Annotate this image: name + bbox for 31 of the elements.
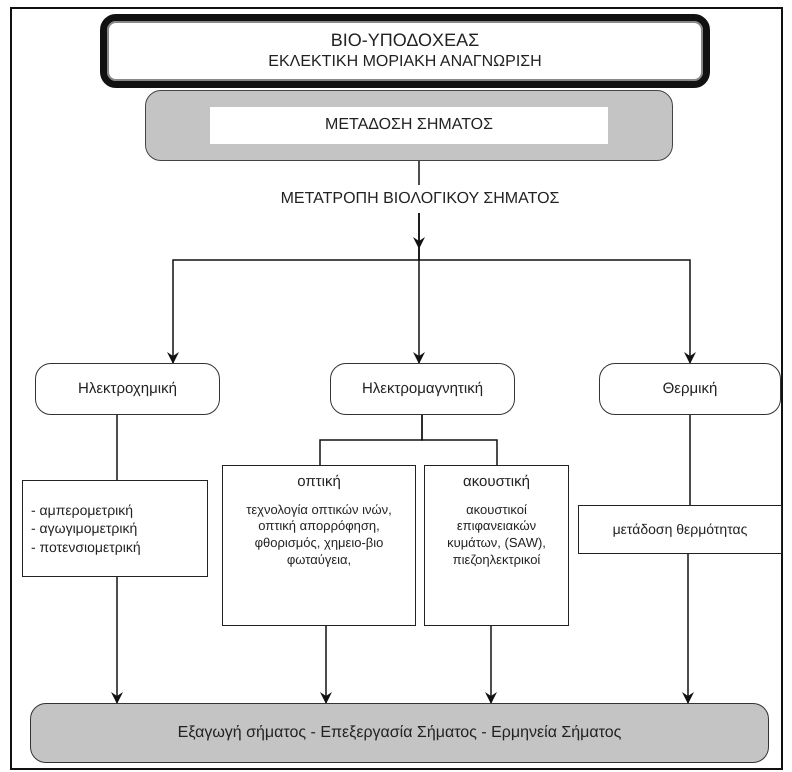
- method-box: [222, 465, 416, 626]
- connector-arrow: [682, 554, 694, 704]
- connector-arrow: [320, 626, 332, 704]
- box-text: Εξαγωγή σήματος - Επεξεργασία Σήματος - Ερμηνεία Σήματος: [178, 722, 622, 743]
- output-box: [30, 703, 769, 763]
- method-box: [578, 505, 782, 554]
- connector-arrow: [111, 577, 123, 704]
- box-heading: ΒΙΟ-ΥΠΟΔΟΧΕΑΣ: [330, 28, 480, 52]
- connector-arrow: [485, 626, 497, 704]
- category-box: [330, 363, 515, 415]
- box-text: Ηλεκτροχημική: [78, 379, 177, 399]
- list-item: - αμπερομετρική: [31, 501, 134, 520]
- receptor-box: [100, 14, 710, 88]
- category-box: [35, 363, 220, 415]
- box-text: τεχνολογία οπτικών ινών, οπτική απορρόφηση, φθορισμός, χημειο-βιο φωταύγεια,: [245, 502, 393, 570]
- box-text: μετάδοση θερμότητας: [612, 520, 748, 539]
- box-text: ΜΕΤΑΔΟΣΗ ΣΗΜΑΤΟΣ: [210, 107, 608, 144]
- category-box: [599, 363, 781, 415]
- transmission-box: [145, 90, 673, 161]
- box-heading: ακουστική: [463, 472, 530, 492]
- box-heading: οπτική: [297, 472, 341, 492]
- method-box: [424, 465, 569, 626]
- connector-arrow: [418, 213, 696, 364]
- method-box: [22, 480, 208, 577]
- box-text: Ηλεκτρομαγνητική: [362, 379, 484, 399]
- list-item: - αγωγιμομετρική: [31, 519, 138, 538]
- box-text: ΕΚΛΕΚΤΙΚΗ ΜΟΡΙΑΚΗ ΑΝΑΓΝΩΡΙΣΗ: [268, 52, 542, 72]
- list-item: - ποτενσιομετρική: [31, 538, 141, 556]
- box-text: Θερμική: [662, 379, 718, 399]
- stage-label: ΜΕΤΑΤΡΟΠΗ ΒΙΟΛΟΓΙΚΟΥ ΣΗΜΑΤΟΣ: [280, 188, 560, 209]
- box-text: ακουστικοί επιφανειακών κυμάτων, (SAW), πιεζοηλεκτρικοί: [446, 502, 547, 570]
